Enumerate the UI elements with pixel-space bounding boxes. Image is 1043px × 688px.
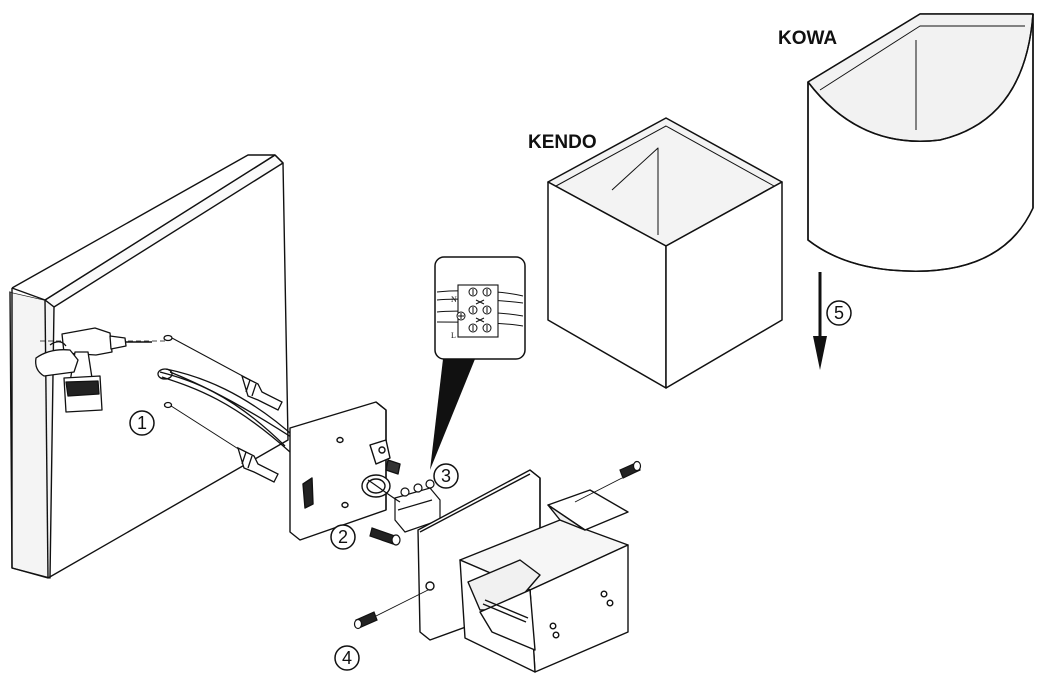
live-label: L	[451, 331, 456, 340]
wall-plug	[240, 374, 283, 411]
wall	[9, 154, 289, 579]
kendo-label: KENDO	[528, 132, 597, 153]
led-module	[459, 489, 629, 673]
wall-plug	[236, 446, 279, 483]
step-3-badge: 3	[433, 463, 459, 489]
terminal-zoom-inset: N L	[434, 256, 526, 360]
step-2-badge: 2	[330, 524, 356, 550]
svg-text:3: 3	[441, 466, 451, 486]
neutral-label: N	[451, 295, 457, 304]
kowa-label: KOWA	[778, 28, 837, 49]
terminal-block	[367, 479, 441, 533]
svg-text:1: 1	[137, 413, 147, 433]
drill-icon	[35, 327, 173, 413]
svg-text:5: 5	[834, 303, 844, 323]
screw-icon	[369, 527, 401, 546]
svg-text:2: 2	[338, 527, 348, 547]
kowa-half-round-shade	[807, 13, 1034, 272]
cable-bundle	[157, 337, 306, 453]
svg-text:4: 4	[342, 648, 352, 668]
mounting-plate	[289, 401, 401, 541]
kendo-cube-shade	[547, 117, 783, 389]
screw-icon	[353, 589, 429, 630]
arrow-down-icon	[813, 272, 827, 370]
step-4-badge: 4	[334, 645, 360, 671]
step-5-badge: 5	[826, 300, 852, 326]
screw-icon	[574, 460, 642, 503]
step-1-badge: 1	[129, 410, 155, 436]
zoom-pointer	[430, 359, 475, 470]
